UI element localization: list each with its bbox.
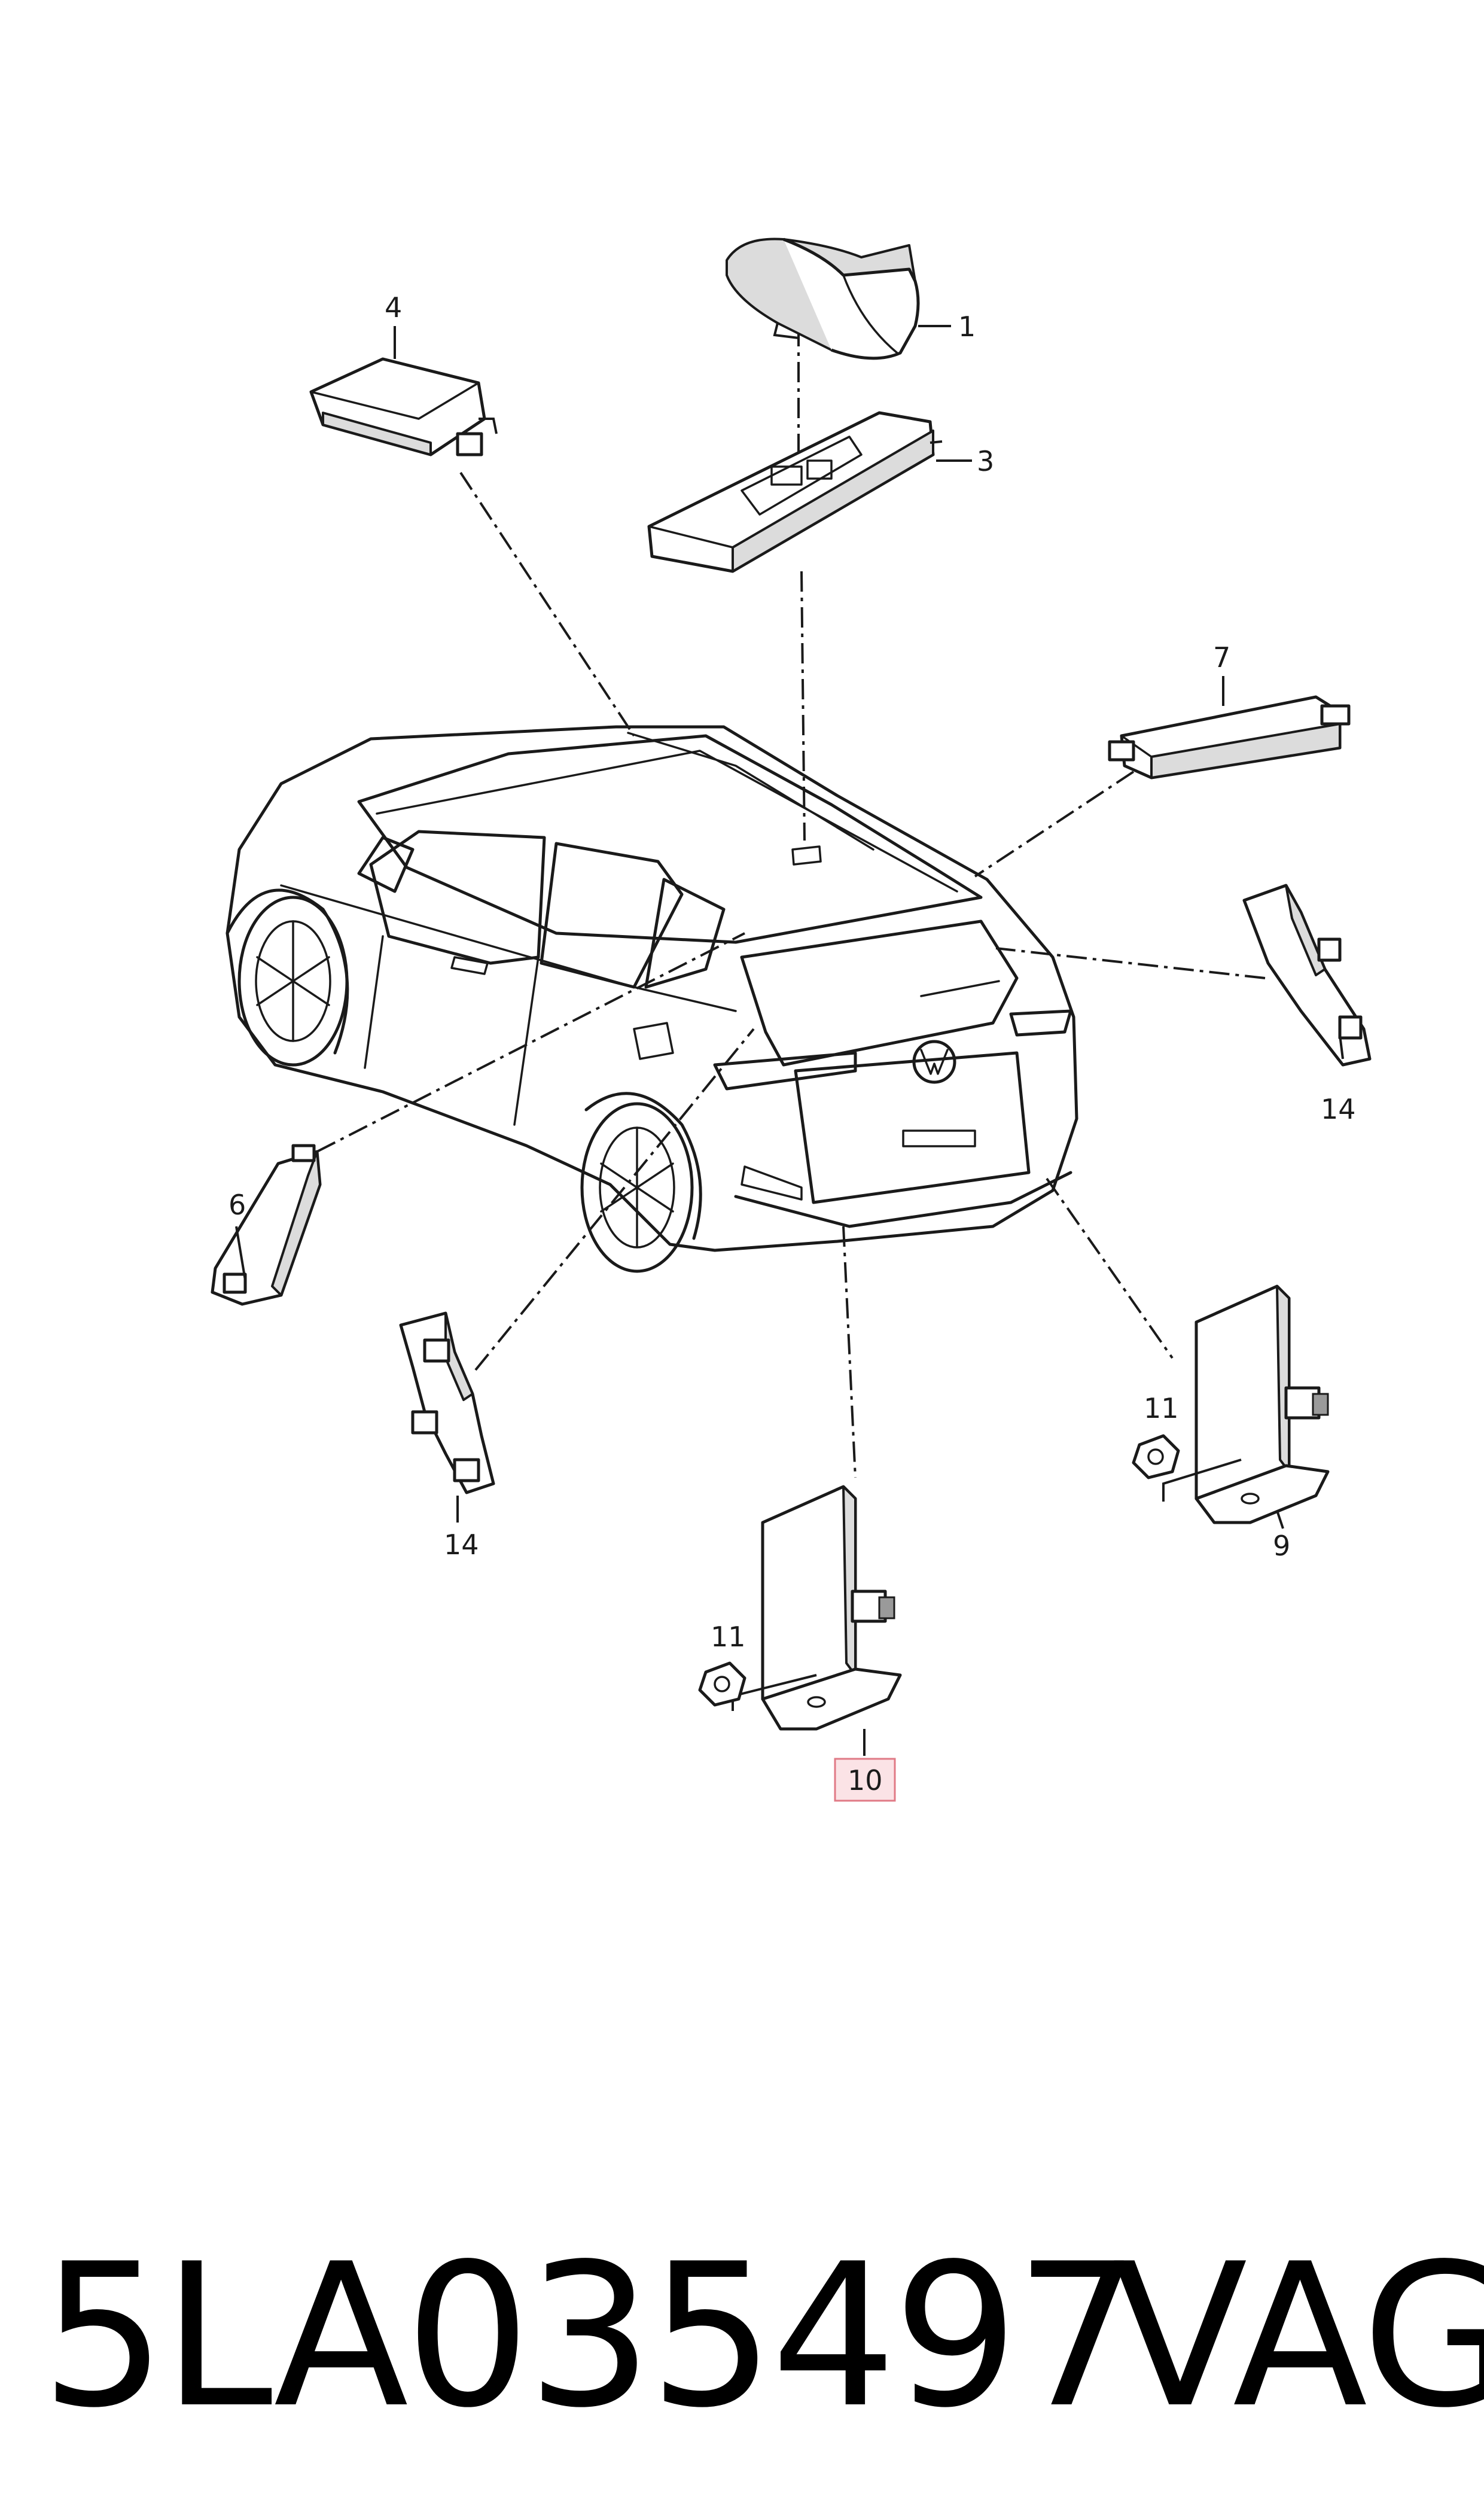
part-number-text: 5LA035497 <box>41 2221 1141 2451</box>
callout-10: 10 <box>848 1764 883 1797</box>
callout-3: 3 <box>977 445 994 477</box>
part-control-unit-4 <box>309 357 498 456</box>
leader-lines <box>316 326 1266 1478</box>
part-roof-antenna <box>726 238 920 360</box>
callout-labels: 1 3 4 6 7 9 10 11 11 14 14 <box>228 291 1356 1802</box>
callout-11-center: 11 <box>711 1621 746 1653</box>
callout-11-right: 11 <box>1144 1392 1179 1424</box>
part-antenna-6 <box>211 1144 322 1306</box>
part-nut-11-center <box>698 1661 746 1707</box>
callout-4: 4 <box>385 291 402 324</box>
vehicle-illustration <box>226 725 1078 1273</box>
callout-ticks <box>235 325 1344 1756</box>
callout-14-left: 14 <box>444 1529 479 1561</box>
callout-7: 7 <box>1213 641 1230 674</box>
callout-1: 1 <box>958 310 976 343</box>
callout-14-right: 14 <box>1321 1093 1356 1125</box>
callout-6: 6 <box>228 1189 246 1221</box>
part-nut-11-right <box>1132 1434 1180 1479</box>
part-sensor-9 <box>1162 1284 1330 1524</box>
parts-diagram: 1 3 4 6 7 9 10 11 11 14 14 <box>211 238 1372 1802</box>
callout-9: 9 <box>1273 1530 1290 1562</box>
part-antenna-14-left <box>399 1311 495 1494</box>
part-antenna-14-right <box>1242 884 1372 1067</box>
part-antenna-module-7 <box>1108 695 1351 780</box>
part-sensor-10 <box>732 1485 902 1731</box>
part-roof-module <box>647 411 943 573</box>
callout-10-highlight <box>834 1758 896 1802</box>
brand-text: VAG <box>1113 2221 1484 2451</box>
